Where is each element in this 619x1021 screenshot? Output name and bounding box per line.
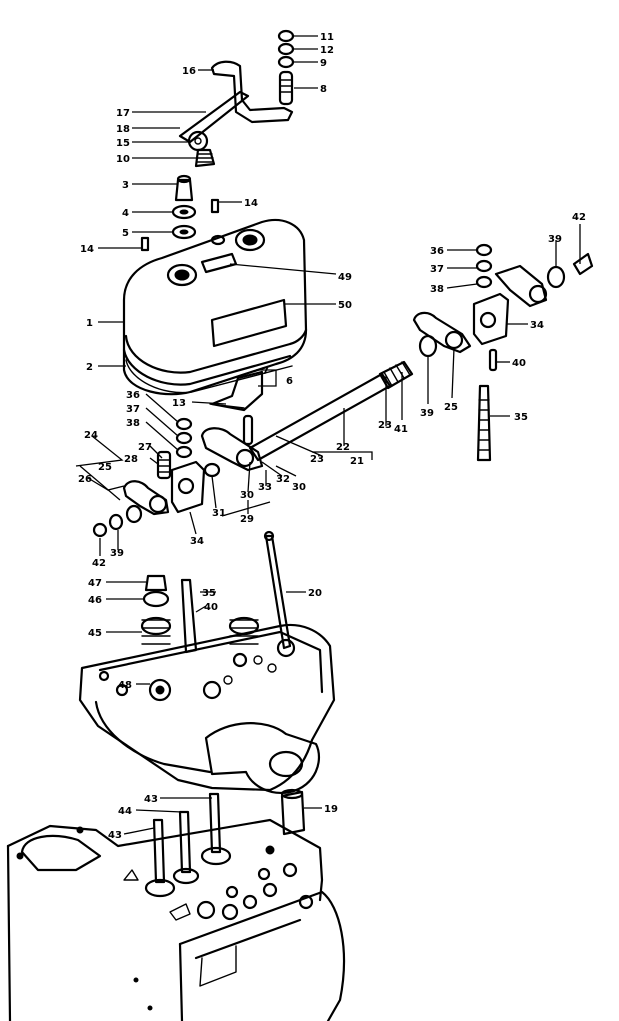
callout-14: 14 bbox=[244, 198, 258, 209]
callout-labels: 11 12 9 8 16 17 18 15 10 3 14 4 5 14 49 … bbox=[78, 32, 586, 841]
callout-39c: 39 bbox=[110, 548, 124, 559]
callout-21: 21 bbox=[350, 456, 364, 467]
callout-7: 7 bbox=[262, 366, 269, 377]
callout-25b: 25 bbox=[98, 462, 112, 473]
callout-17: 17 bbox=[116, 108, 130, 119]
callout-12: 12 bbox=[320, 45, 334, 56]
callout-18: 18 bbox=[116, 124, 130, 135]
callout-42b: 42 bbox=[92, 558, 106, 569]
callout-16: 16 bbox=[182, 66, 196, 77]
callout-46: 46 bbox=[88, 595, 102, 606]
callout-26: 26 bbox=[78, 474, 92, 485]
callout-38: 38 bbox=[430, 284, 444, 295]
callout-35b: 35 bbox=[202, 588, 216, 599]
rocker-cover bbox=[122, 174, 308, 396]
callout-50: 50 bbox=[338, 300, 352, 311]
callout-44: 44 bbox=[118, 806, 132, 817]
callout-40: 40 bbox=[512, 358, 526, 369]
callout-31: 31 bbox=[212, 508, 226, 519]
callout-19: 19 bbox=[324, 804, 338, 815]
callout-24: 24 bbox=[84, 430, 98, 441]
callout-39b: 39 bbox=[420, 408, 434, 419]
callout-4: 4 bbox=[122, 208, 129, 219]
callout-43: 43 bbox=[144, 794, 158, 805]
engine-block bbox=[6, 818, 346, 1021]
callout-28: 28 bbox=[124, 454, 138, 465]
callout-42: 42 bbox=[572, 212, 586, 223]
callout-36b: 36 bbox=[126, 390, 140, 401]
callout-20: 20 bbox=[308, 588, 322, 599]
rocker-linkage-assembly bbox=[178, 29, 295, 168]
callout-34b: 34 bbox=[190, 536, 204, 547]
callout-36: 36 bbox=[430, 246, 444, 257]
callout-43b: 43 bbox=[108, 830, 122, 841]
callout-30: 30 bbox=[292, 482, 306, 493]
callout-22: 22 bbox=[336, 442, 350, 453]
callout-45: 45 bbox=[88, 628, 102, 639]
callout-32: 32 bbox=[276, 474, 290, 485]
callout-48: 48 bbox=[118, 680, 132, 691]
rocker-group-left bbox=[92, 370, 264, 538]
callout-5: 5 bbox=[122, 228, 129, 239]
callout-6: 6 bbox=[286, 376, 293, 387]
callout-37b: 37 bbox=[126, 404, 140, 415]
callout-47: 47 bbox=[88, 578, 102, 589]
leader-lines bbox=[75, 35, 581, 835]
callout-33: 33 bbox=[258, 482, 272, 493]
cylinder-head bbox=[78, 530, 336, 836]
callout-34: 34 bbox=[530, 320, 544, 331]
callout-11: 11 bbox=[320, 32, 334, 43]
callout-23b: 23 bbox=[310, 454, 324, 465]
callout-14b: 14 bbox=[80, 244, 94, 255]
callout-3: 3 bbox=[122, 180, 129, 191]
callout-38b: 38 bbox=[126, 418, 140, 429]
callout-10: 10 bbox=[116, 154, 130, 165]
valves bbox=[144, 792, 232, 898]
callout-27: 27 bbox=[138, 442, 152, 453]
callout-8: 8 bbox=[320, 84, 327, 95]
callout-29: 29 bbox=[240, 514, 254, 525]
callout-35: 35 bbox=[514, 412, 528, 423]
callout-39: 39 bbox=[548, 234, 562, 245]
callout-23: 23 bbox=[378, 420, 392, 431]
callout-1: 1 bbox=[86, 318, 93, 329]
callout-25: 25 bbox=[444, 402, 458, 413]
callout-9: 9 bbox=[320, 58, 327, 69]
callout-37: 37 bbox=[430, 264, 444, 275]
callout-15: 15 bbox=[116, 138, 130, 149]
callout-41: 41 bbox=[394, 424, 408, 435]
callout-49: 49 bbox=[338, 272, 352, 283]
callout-30b: 30 bbox=[240, 490, 254, 501]
callout-40b: 40 bbox=[204, 602, 218, 613]
callout-13: 13 bbox=[172, 398, 186, 409]
rocker-shaft-right bbox=[248, 243, 594, 462]
callout-2: 2 bbox=[86, 362, 93, 373]
